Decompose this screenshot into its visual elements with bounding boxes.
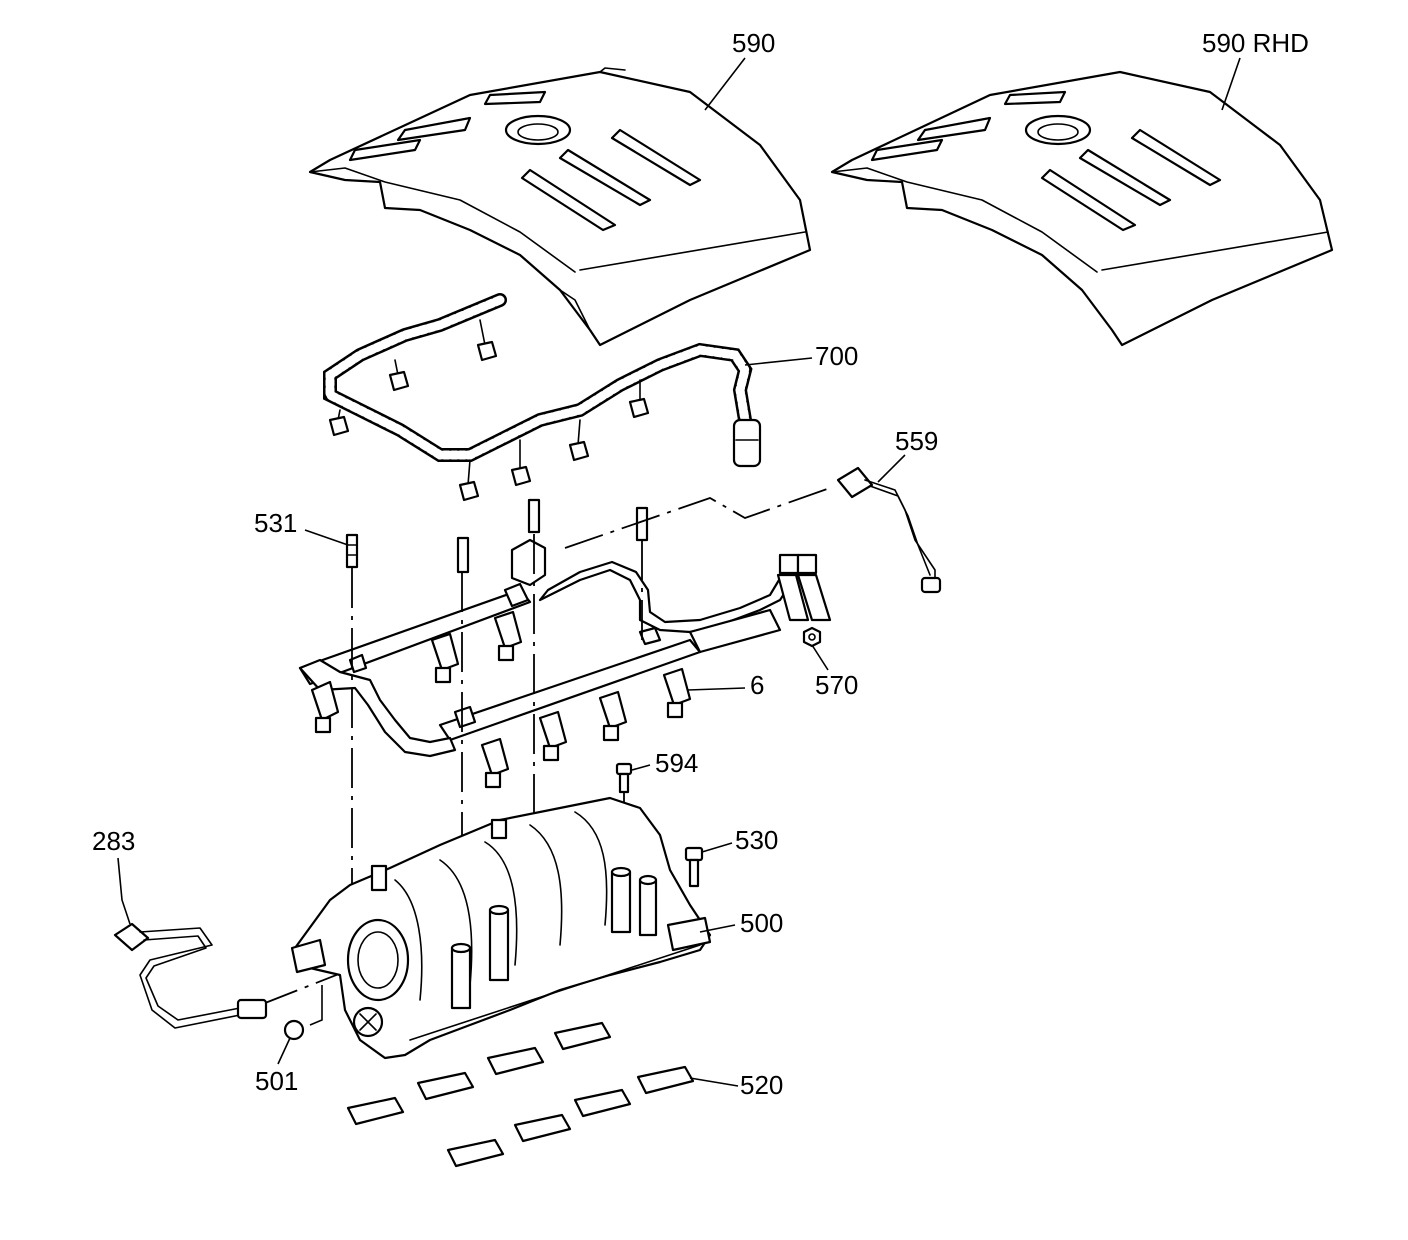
- fuel-injector: [480, 737, 510, 789]
- fuel-rail-and-injectors-6: [298, 538, 832, 789]
- engine-cover-590: [308, 67, 812, 347]
- stud: [456, 536, 470, 574]
- stud-531: [345, 533, 359, 569]
- callout-570: 570: [815, 670, 858, 700]
- callout-531: 531: [254, 508, 297, 538]
- callout-501: 501: [255, 1066, 298, 1096]
- plug-501: [283, 1019, 305, 1041]
- intake-gaskets-520: [346, 1021, 695, 1168]
- fuel-injector-wiring-harness-700: [323, 293, 762, 502]
- sensor-559: [836, 466, 942, 594]
- fuel-injector: [310, 680, 340, 734]
- callout-520: 520: [740, 1070, 783, 1100]
- callout-6: 6: [750, 670, 764, 700]
- callout-labels: 590 590 RHD 700 559 531 6 570 594 283 53…: [92, 28, 1309, 1100]
- stud: [635, 506, 649, 542]
- callout-594: 594: [655, 748, 698, 778]
- callout-700: 700: [815, 341, 858, 371]
- callout-590-rhd: 590 RHD: [1202, 28, 1309, 58]
- intake-manifold-500: [290, 796, 712, 1060]
- callout-590: 590: [732, 28, 775, 58]
- fuel-injector: [598, 690, 628, 742]
- fuel-injector: [662, 667, 692, 719]
- bolt-530: [684, 846, 704, 888]
- fuel-injector: [430, 632, 460, 684]
- stud: [527, 498, 541, 534]
- callout-500: 500: [740, 908, 783, 938]
- sensor-harness-283: [113, 922, 268, 1029]
- leader-lines: [117, 57, 1241, 1087]
- callout-559: 559: [895, 426, 938, 456]
- fuel-injector: [493, 610, 523, 662]
- callout-530: 530: [735, 825, 778, 855]
- bolt-594: [615, 762, 633, 794]
- engine-cover-590-rhd: [830, 70, 1334, 347]
- fuel-injector: [538, 710, 568, 762]
- nut-570: [802, 626, 822, 648]
- callout-283: 283: [92, 826, 135, 856]
